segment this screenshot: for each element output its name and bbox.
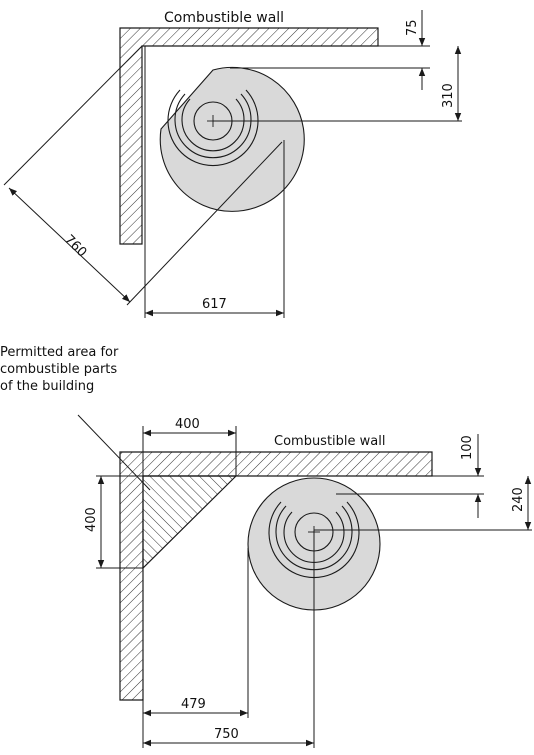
permitted-area-note: Permitted area for combustible parts of …	[0, 345, 119, 394]
bottom-dim-750: 750	[214, 727, 239, 742]
bottom-dim-479: 479	[181, 697, 206, 712]
bottom-dim-100: 100	[460, 435, 475, 460]
permitted-area	[142, 475, 238, 570]
bottom-dim-400-width: 400	[175, 417, 200, 432]
bottom-diagram: Combustible wall	[77, 414, 532, 748]
top-stove	[159, 66, 305, 212]
bottom-dim-400-height: 400	[84, 507, 99, 532]
top-dim-617: 617	[202, 297, 227, 312]
top-dim-75: 75	[405, 19, 420, 36]
top-wall-label: Combustible wall	[164, 10, 284, 26]
bottom-dimensions	[96, 426, 532, 748]
top-dim-310: 310	[441, 83, 456, 108]
top-diagram: Combustible wall 75 3	[3, 10, 462, 318]
bottom-dim-240: 240	[511, 487, 526, 512]
top-dimensions	[3, 10, 462, 318]
area-note-leader	[77, 414, 151, 491]
top-dim-760: 760	[61, 232, 89, 260]
bottom-wall-label: Combustible wall	[274, 434, 385, 449]
